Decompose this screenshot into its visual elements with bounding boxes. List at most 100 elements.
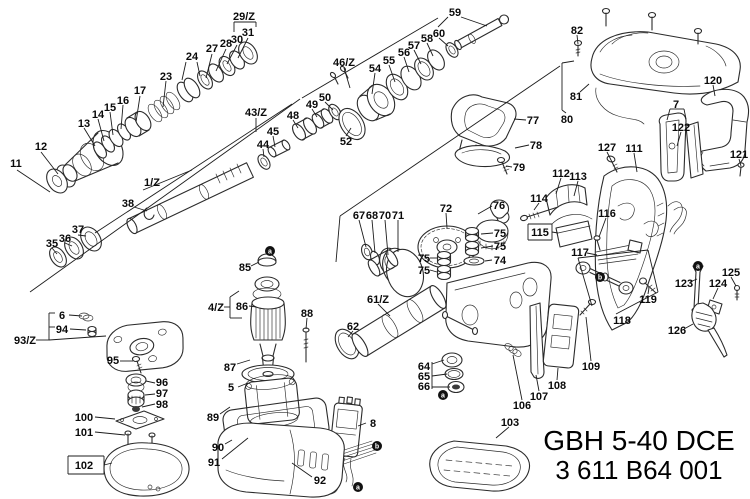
leader-line [272, 135, 276, 148]
assembly-marker [353, 482, 363, 492]
assembly-marker [438, 390, 448, 400]
part-label-106: 106 [513, 400, 531, 412]
leader-line [647, 287, 650, 295]
leader-line [712, 287, 719, 300]
part-label-65: 65 [418, 371, 430, 383]
part-label-67: 67 [353, 210, 365, 222]
part-label-38: 38 [122, 198, 134, 210]
leader-line [577, 257, 593, 307]
leader-line [343, 67, 351, 89]
leader-line [103, 462, 113, 466]
leader-line [573, 180, 579, 197]
part-drawing-hammer-shaft [126, 162, 254, 235]
leader-line [250, 261, 260, 267]
leader-line [196, 61, 201, 77]
part-label-44: 44 [257, 139, 270, 151]
part-label-79: 79 [513, 162, 525, 174]
part-label-117: 117 [571, 247, 589, 259]
leader-line [83, 127, 96, 147]
leader-line [431, 373, 448, 377]
part-label-122: 122 [672, 122, 690, 134]
leader-line [598, 217, 607, 238]
part-label-68: 68 [366, 210, 378, 222]
part-label-50: 50 [319, 92, 331, 104]
part-label-11: 11 [10, 158, 22, 170]
leader-line [221, 437, 249, 460]
leader-line [262, 148, 265, 158]
part-label-1/Z: 1/Z [144, 177, 160, 189]
part-label-85: 85 [239, 262, 251, 274]
part-label-108: 108 [548, 380, 566, 392]
part-label-103: 103 [501, 417, 519, 429]
leader-line [48, 335, 107, 341]
part-label-58: 58 [421, 33, 433, 45]
leader-line [94, 103, 293, 234]
leader-line [291, 462, 313, 478]
part-label-125: 125 [722, 267, 740, 279]
leader-line [683, 108, 687, 120]
part-label-45: 45 [267, 126, 279, 138]
part-label-93/Z: 93/Z [14, 335, 36, 347]
leader-line [94, 431, 126, 436]
part-label-118: 118 [613, 315, 631, 327]
part-label-70: 70 [379, 210, 391, 222]
assembly-marker-letter: b [375, 444, 379, 451]
leader-line [236, 359, 251, 365]
part-label-72: 72 [440, 203, 452, 215]
part-label-71: 71 [392, 210, 404, 222]
leader-line [579, 83, 590, 93]
part-label-82: 82 [571, 25, 583, 37]
part-label-77: 77 [527, 115, 539, 127]
leader-line [384, 219, 389, 256]
leader-line [738, 158, 742, 167]
leader-line [647, 249, 659, 293]
part-label-126: 126 [668, 325, 686, 337]
part-label-59: 59 [449, 7, 461, 19]
assembly-marker-letter: a [356, 485, 360, 492]
part-label-37: 37 [72, 224, 84, 236]
leader-line [305, 317, 308, 330]
part-drawing-brush-holder [504, 298, 597, 379]
part-label-56: 56 [398, 47, 410, 59]
part-label-75: 75 [418, 265, 430, 277]
part-drawing-main-handle [520, 155, 687, 331]
leader-line [237, 37, 249, 59]
part-label-96: 96 [156, 377, 168, 389]
part-drawing-cylinder [334, 249, 447, 360]
assembly-marker-letter: a [696, 264, 700, 271]
part-label-111: 111 [625, 143, 642, 155]
part-label-100: 100 [75, 412, 93, 424]
part-label-75: 75 [418, 253, 430, 265]
leader-line [606, 151, 613, 163]
part-label-36: 36 [59, 233, 71, 245]
leader-line [512, 354, 523, 401]
part-label-92: 92 [314, 475, 326, 487]
part-drawing-seal-rings [49, 226, 102, 268]
part-label-6: 6 [59, 310, 65, 322]
part-drawing-lower-cap-parts [103, 373, 190, 497]
leader-line [586, 252, 598, 256]
part-label-87: 87 [224, 362, 236, 374]
part-label-24: 24 [186, 51, 199, 63]
leader-line [205, 53, 213, 79]
part-label-74: 74 [494, 255, 507, 267]
part-label-66: 66 [418, 381, 430, 393]
part-label-49: 49 [306, 99, 318, 111]
part-label-46/Z: 46/Z [333, 57, 355, 69]
part-drawing-handle-cover [699, 88, 750, 177]
leader-line [133, 206, 148, 212]
part-label-62: 62 [347, 321, 359, 333]
part-label-81: 81 [570, 91, 582, 103]
assembly-marker-letter: b [598, 275, 602, 282]
leader-line [335, 215, 341, 263]
part-drawing-mode-bracket [450, 94, 517, 175]
part-label-12: 12 [35, 141, 47, 153]
part-label-116: 116 [598, 208, 616, 220]
part-label-113: 113 [569, 171, 587, 183]
leader-line [551, 231, 559, 234]
part-label-48: 48 [287, 110, 299, 122]
part-label-28: 28 [220, 38, 232, 50]
leader-line [248, 305, 257, 308]
part-label-16: 16 [117, 95, 129, 107]
